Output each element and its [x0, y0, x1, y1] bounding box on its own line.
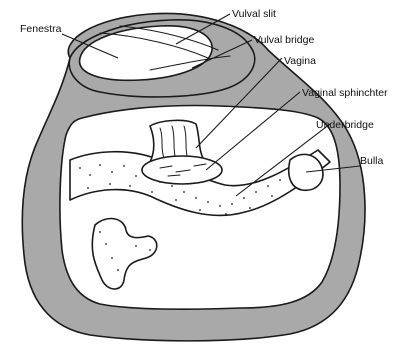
- label-underbridge: Underbridge: [316, 119, 374, 131]
- vaginal-sphincter: [142, 156, 222, 184]
- label-vulval-slit: Vulval slit: [232, 8, 276, 20]
- label-vaginal-sphincter: Vaginal sphinchter: [302, 87, 388, 99]
- label-fenestra: Fenestra: [20, 23, 62, 35]
- label-bulla: Bulla: [360, 155, 384, 167]
- bulla[interactable]: [289, 154, 323, 190]
- label-vulval-bridge: Vulval bridge: [254, 34, 314, 46]
- label-vagina: Vagina: [284, 55, 316, 67]
